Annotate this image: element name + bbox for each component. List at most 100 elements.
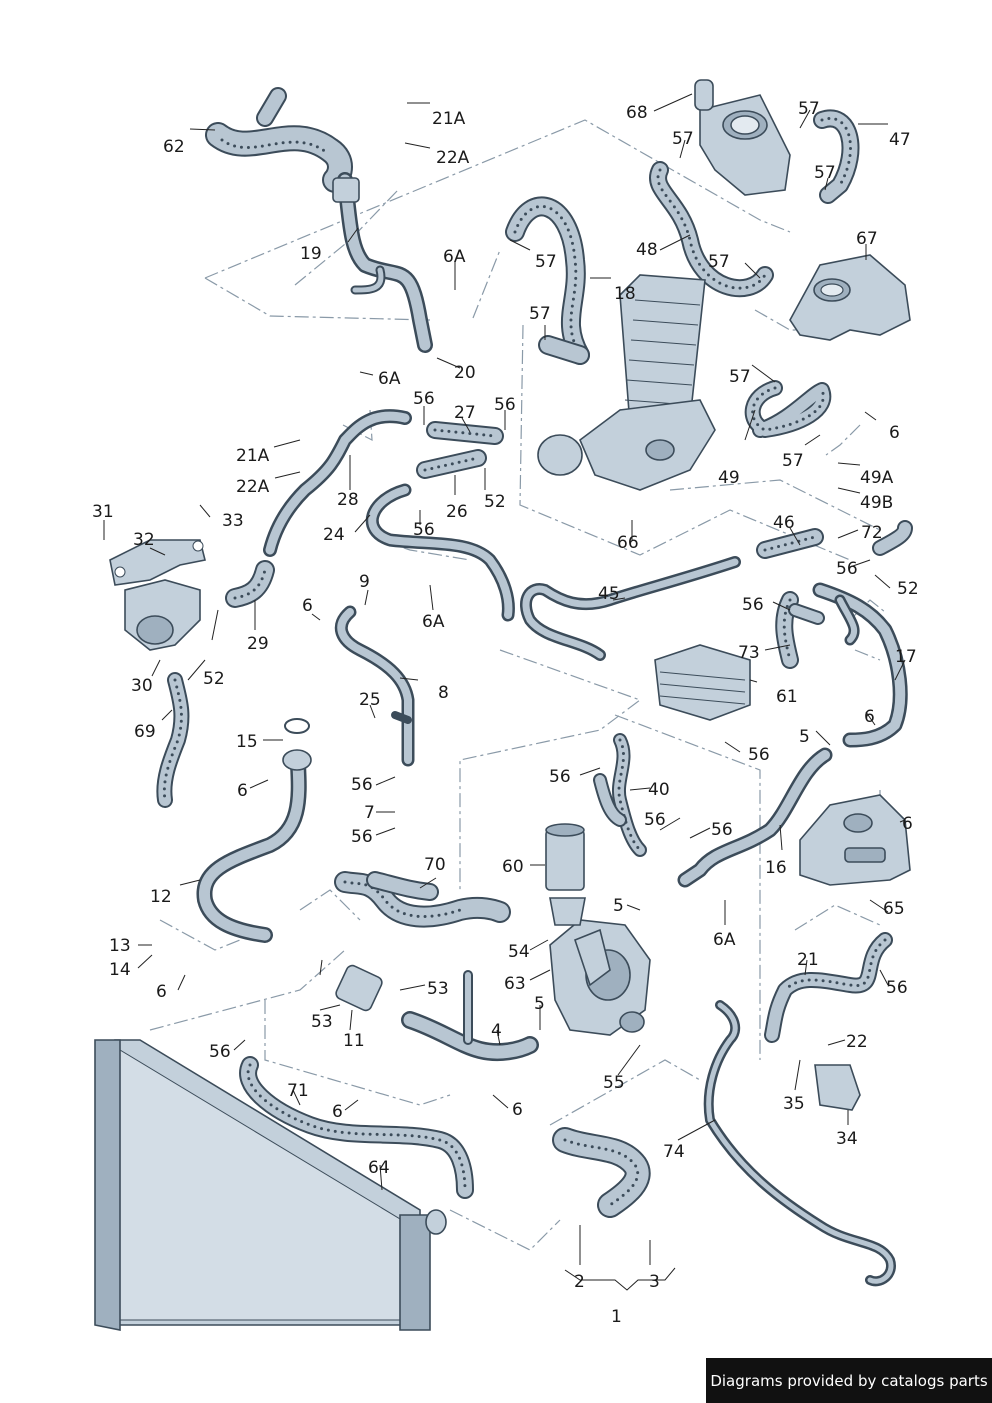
hose-49 bbox=[744, 380, 832, 438]
callout-56-b: 56 bbox=[494, 395, 516, 415]
clip-54 bbox=[549, 897, 586, 926]
callout-61: 61 bbox=[776, 687, 798, 707]
callout-64: 64 bbox=[368, 1158, 390, 1178]
callout-6a-c: 6A bbox=[422, 612, 445, 632]
callout-57-tr3: 57 bbox=[814, 163, 836, 183]
callout-22a-top: 22A bbox=[436, 148, 470, 168]
callout-57-tr2: 57 bbox=[672, 129, 694, 149]
pipe-24 bbox=[365, 483, 515, 622]
leader-lines bbox=[103, 93, 906, 1291]
callout-6-c: 6 bbox=[237, 781, 248, 801]
callout-66: 66 bbox=[617, 533, 639, 553]
callout-53-b: 53 bbox=[311, 1012, 333, 1032]
callout-62: 62 bbox=[163, 137, 185, 157]
hose-73 bbox=[775, 591, 825, 669]
callout-17: 17 bbox=[895, 647, 917, 667]
callout-71: 71 bbox=[287, 1081, 309, 1101]
callout-56-i: 56 bbox=[644, 810, 666, 830]
callout-52-a: 52 bbox=[484, 492, 506, 512]
callout-28: 28 bbox=[337, 490, 359, 510]
callout-15: 15 bbox=[236, 732, 258, 752]
callout-35: 35 bbox=[783, 1094, 805, 1114]
callout-45: 45 bbox=[598, 584, 620, 604]
callout-56-h: 56 bbox=[351, 775, 373, 795]
callout-49: 49 bbox=[718, 468, 740, 488]
callout-7: 7 bbox=[364, 803, 375, 823]
hose-70 bbox=[334, 871, 511, 928]
callout-57-r5: 57 bbox=[729, 367, 751, 387]
callout-8: 8 bbox=[438, 683, 449, 703]
callout-6-g: 6 bbox=[512, 1100, 523, 1120]
hose-46 bbox=[756, 528, 824, 559]
callout-21: 21 bbox=[797, 950, 819, 970]
callout-73: 73 bbox=[738, 643, 760, 663]
assembly-guide-lines bbox=[149, 119, 886, 1251]
hose-21 bbox=[764, 932, 893, 1043]
callout-19: 19 bbox=[300, 244, 322, 264]
hose-62 bbox=[205, 87, 353, 193]
components bbox=[94, 79, 911, 1331]
sleeve-11 bbox=[335, 964, 383, 1012]
callout-56-l: 56 bbox=[209, 1042, 231, 1062]
callout-30: 30 bbox=[131, 676, 153, 696]
callout-72: 72 bbox=[861, 523, 883, 543]
callout-6a-b: 6A bbox=[378, 369, 401, 389]
callout-48: 48 bbox=[636, 240, 658, 260]
callout-24: 24 bbox=[323, 525, 345, 545]
callout-57-tr1: 57 bbox=[798, 99, 820, 119]
callout-5-a: 5 bbox=[799, 727, 810, 747]
cooler-61 bbox=[654, 644, 751, 721]
callout-6-b: 6 bbox=[864, 707, 875, 727]
callout-52-b: 52 bbox=[897, 579, 919, 599]
callout-46: 46 bbox=[773, 513, 795, 533]
callout-68: 68 bbox=[626, 103, 648, 123]
pipe-28 bbox=[263, 409, 412, 557]
hoses bbox=[156, 87, 913, 1287]
credit-text: Diagrams provided by catalogs parts bbox=[710, 1371, 988, 1390]
hose-27 bbox=[426, 421, 504, 445]
callout-40: 40 bbox=[648, 780, 670, 800]
callout-70: 70 bbox=[424, 855, 446, 875]
pipe-12 bbox=[196, 757, 307, 943]
callout-2: 2 bbox=[574, 1272, 585, 1292]
callout-6a-d: 6A bbox=[713, 930, 736, 950]
hose-26 bbox=[416, 449, 487, 479]
hose-1 bbox=[552, 1127, 651, 1218]
flange-15 bbox=[282, 718, 312, 771]
callout-47: 47 bbox=[889, 130, 911, 150]
bracket-32 bbox=[109, 539, 206, 586]
callout-11: 11 bbox=[343, 1031, 365, 1051]
callout-18: 18 bbox=[614, 284, 636, 304]
callout-5-b: 5 bbox=[613, 896, 624, 916]
callout-20: 20 bbox=[454, 363, 476, 383]
callout-6-f: 6 bbox=[332, 1102, 343, 1122]
callout-53-a: 53 bbox=[427, 979, 449, 999]
callout-6a-top: 6A bbox=[443, 247, 466, 267]
callout-6-d: 6 bbox=[902, 814, 913, 834]
callout-22: 22 bbox=[846, 1032, 868, 1052]
callout-57-mid: 57 bbox=[535, 252, 557, 272]
cooler-66 bbox=[537, 274, 716, 491]
callout-27: 27 bbox=[454, 403, 476, 423]
pipe-19 bbox=[332, 172, 433, 353]
callout-16: 16 bbox=[765, 858, 787, 878]
hose-47 bbox=[813, 109, 860, 204]
callout-57-r6: 57 bbox=[782, 451, 804, 471]
callout-56-g: 56 bbox=[549, 767, 571, 787]
callout-25: 25 bbox=[359, 690, 381, 710]
callout-5-c: 5 bbox=[534, 994, 545, 1014]
callout-55: 55 bbox=[603, 1073, 625, 1093]
callout-52-c: 52 bbox=[203, 669, 225, 689]
callout-54: 54 bbox=[508, 942, 530, 962]
callout-49a: 49A bbox=[860, 468, 894, 488]
hose-69 bbox=[156, 672, 190, 808]
callout-56-d: 56 bbox=[836, 559, 858, 579]
hose-71 bbox=[239, 1056, 474, 1199]
callout-67: 67 bbox=[856, 229, 878, 249]
callout-56-a: 56 bbox=[413, 389, 435, 409]
callout-12: 12 bbox=[150, 887, 172, 907]
callout-56-k: 56 bbox=[886, 978, 908, 998]
pipe-17 bbox=[812, 582, 908, 748]
callout-56-e: 56 bbox=[742, 595, 764, 615]
tank-16 bbox=[799, 794, 911, 886]
